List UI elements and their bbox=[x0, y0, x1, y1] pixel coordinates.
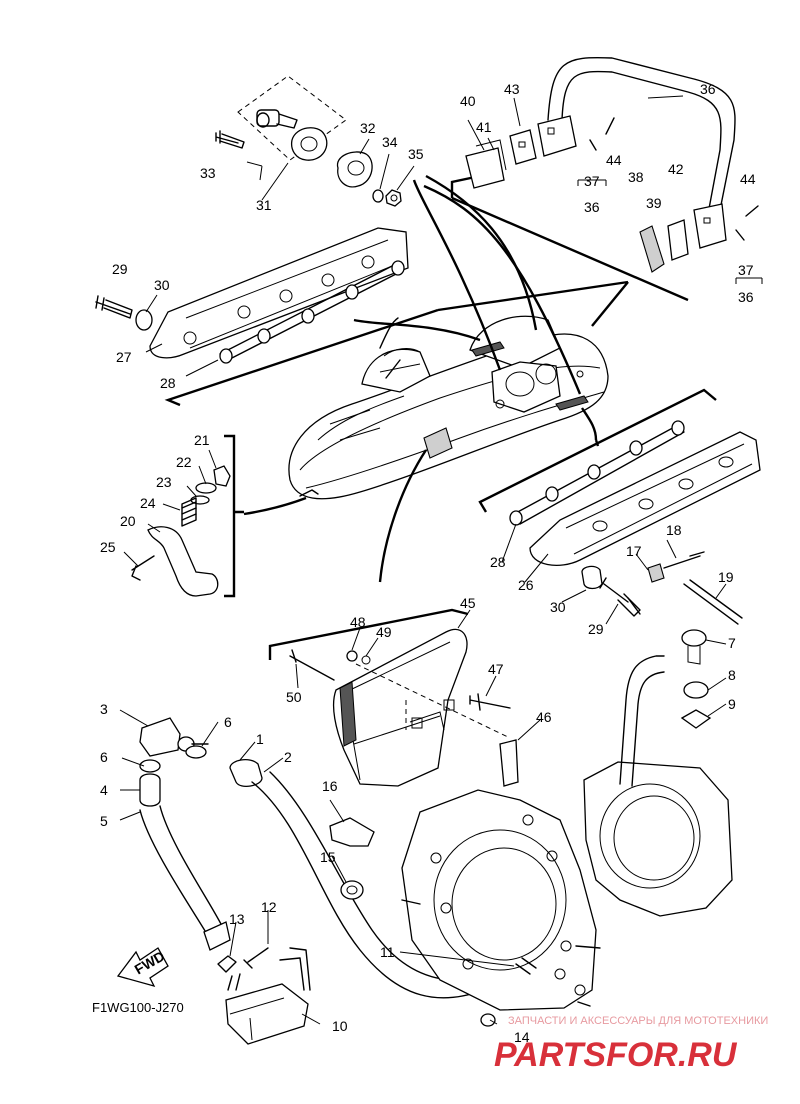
callout-12: 12 bbox=[261, 899, 277, 915]
callout-42: 42 bbox=[668, 161, 684, 177]
callout-36-right: 36 bbox=[738, 289, 754, 305]
callout-40: 40 bbox=[460, 93, 476, 109]
callout-44-right: 44 bbox=[740, 171, 756, 187]
callout-35: 35 bbox=[408, 146, 424, 162]
callout-43: 43 bbox=[504, 81, 520, 97]
diagram-code: F1WG100-J270 bbox=[92, 1000, 184, 1015]
watermark-tagline: ЗАПЧАСТИ И АКСЕССУАРЫ ДЛЯ МОТОТЕХНИКИ bbox=[508, 1015, 768, 1027]
callout-47: 47 bbox=[488, 661, 504, 677]
fwd-arrow-icon: FWD bbox=[116, 947, 169, 988]
callout-9: 9 bbox=[728, 696, 736, 712]
callout-5: 5 bbox=[100, 813, 108, 829]
callout-37-mid: 37 bbox=[584, 173, 600, 189]
callout-48: 48 bbox=[350, 614, 366, 630]
callout-29-right: 29 bbox=[588, 621, 604, 637]
callout-20: 20 bbox=[120, 513, 136, 529]
callout-6-upper: 6 bbox=[224, 714, 232, 730]
callout-50: 50 bbox=[286, 689, 302, 705]
callout-45: 45 bbox=[460, 595, 476, 611]
callout-18: 18 bbox=[666, 522, 682, 538]
callout-22: 22 bbox=[176, 454, 192, 470]
callout-6-lower: 6 bbox=[100, 749, 108, 765]
callout-1: 1 bbox=[256, 731, 264, 747]
callout-28-left: 28 bbox=[160, 375, 176, 391]
callout-labels: 1 2 3 4 5 6 6 7 8 9 10 11 12 13 14 15 16… bbox=[100, 81, 756, 1045]
callout-34: 34 bbox=[382, 134, 398, 150]
callout-30-left: 30 bbox=[154, 277, 170, 293]
callout-49: 49 bbox=[376, 624, 392, 640]
callout-2: 2 bbox=[284, 749, 292, 765]
watermark: ЗАПЧАСТИ И АКСЕССУАРЫ ДЛЯ МОТОТЕХНИКИ PA… bbox=[494, 1015, 768, 1074]
callout-17: 17 bbox=[626, 543, 642, 559]
callout-21: 21 bbox=[194, 432, 210, 448]
callout-31: 31 bbox=[256, 197, 272, 213]
callout-23: 23 bbox=[156, 474, 172, 490]
callout-25: 25 bbox=[100, 539, 116, 555]
callout-46: 46 bbox=[536, 709, 552, 725]
callout-8: 8 bbox=[728, 667, 736, 683]
callout-13: 13 bbox=[229, 911, 245, 927]
callout-4: 4 bbox=[100, 782, 108, 798]
callout-36-top: 36 bbox=[700, 81, 716, 97]
callout-29-left: 29 bbox=[112, 261, 128, 277]
callout-28-right: 28 bbox=[490, 554, 506, 570]
callout-30-right: 30 bbox=[550, 599, 566, 615]
watercraft-body bbox=[288, 315, 609, 500]
right-rail-group bbox=[478, 388, 761, 625]
callout-36-mid: 36 bbox=[584, 199, 600, 215]
callout-37-right: 37 bbox=[738, 262, 754, 278]
callout-33: 33 bbox=[200, 165, 216, 181]
craft-leader-lines bbox=[243, 174, 629, 583]
callout-15: 15 bbox=[320, 849, 336, 865]
callout-26: 26 bbox=[518, 577, 534, 593]
callout-44-mid: 44 bbox=[606, 152, 622, 168]
left-rail-group bbox=[95, 227, 629, 407]
callout-16: 16 bbox=[322, 778, 338, 794]
callout-11: 11 bbox=[380, 944, 395, 960]
callout-10: 10 bbox=[332, 1018, 348, 1034]
callout-32: 32 bbox=[360, 120, 376, 136]
callout-38: 38 bbox=[628, 169, 644, 185]
callout-3: 3 bbox=[100, 701, 108, 717]
callout-41: 41 bbox=[476, 119, 492, 135]
callout-39: 39 bbox=[646, 195, 662, 211]
callout-27: 27 bbox=[116, 349, 132, 365]
key-lock-group bbox=[215, 75, 415, 207]
housing-group bbox=[329, 629, 733, 1027]
hose-group bbox=[119, 709, 503, 1045]
handle-group bbox=[450, 56, 763, 302]
bracket-group bbox=[123, 434, 244, 598]
callout-24: 24 bbox=[140, 495, 156, 511]
panel-group bbox=[268, 608, 541, 787]
callout-19: 19 bbox=[718, 569, 734, 585]
callout-14: 14 bbox=[514, 1029, 530, 1045]
watermark-logo: PARTSFOR.RU bbox=[494, 1036, 738, 1074]
callout-7: 7 bbox=[728, 635, 736, 651]
